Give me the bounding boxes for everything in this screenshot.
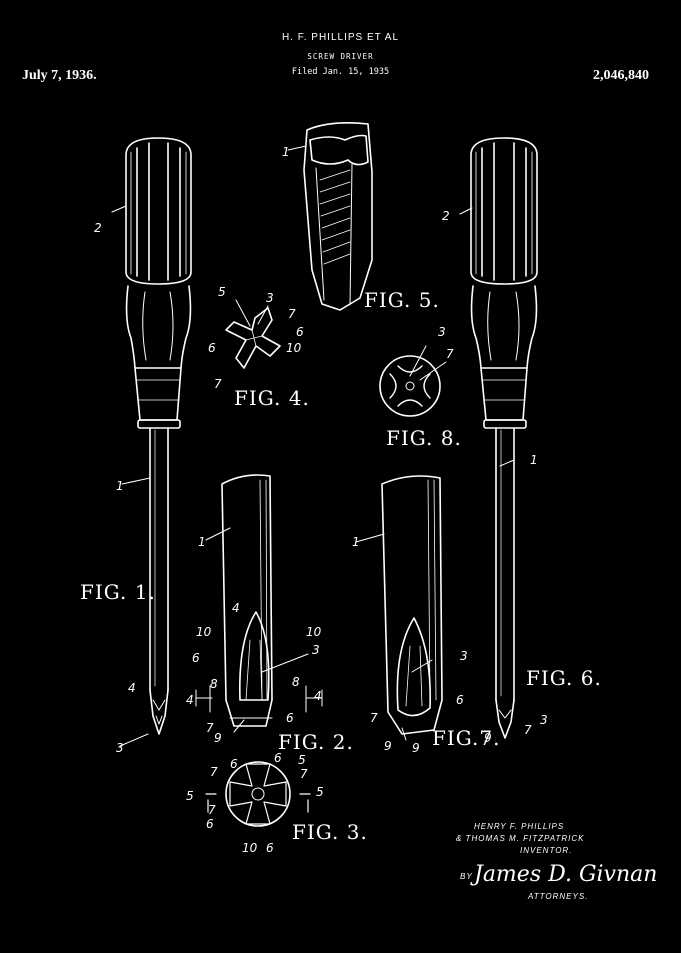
tip-fig2 bbox=[221, 474, 273, 727]
ref-10-fig2b: 10 bbox=[306, 625, 322, 639]
screwdriver-fig1 bbox=[125, 137, 192, 735]
figure-label-5: FIG. 5. bbox=[364, 288, 440, 312]
ref-7-fig3c: 7 bbox=[208, 803, 216, 817]
cross-fig4 bbox=[225, 307, 281, 369]
inventor-name: HENRY F. PHILLIPS bbox=[474, 822, 565, 831]
endview-fig8 bbox=[379, 355, 441, 417]
ref-7-fig6: 7 bbox=[524, 723, 532, 737]
ref-8-fig2b: 8 bbox=[292, 675, 300, 689]
screwdriver-fig6 bbox=[470, 137, 538, 739]
ref-3-fig6: 3 bbox=[540, 713, 548, 727]
ref-5-fig3c: 5 bbox=[316, 785, 324, 799]
ref-6-fig3d: 6 bbox=[266, 841, 274, 855]
figure-label-6: FIG. 6. bbox=[526, 666, 602, 690]
inventor-name-2: & THOMAS M. FITZPATRICK bbox=[456, 834, 585, 843]
ref-6-fig3c: 6 bbox=[206, 817, 214, 831]
ref-3-fig7: 3 bbox=[460, 649, 468, 663]
ref-6-fig2: 6 bbox=[192, 651, 200, 665]
figure-label-8: FIG. 8. bbox=[386, 426, 462, 450]
ref-9-fig7b: 9 bbox=[412, 741, 420, 755]
ref-5-fig4: 5 bbox=[218, 285, 226, 299]
ref-7-fig4: 7 bbox=[288, 307, 296, 321]
ref-7-fig3b: 7 bbox=[300, 767, 308, 781]
reference-numerals: 2 2 1 1 1 1 1 5 3 7 6 10 6 7 3 7 4 10 10… bbox=[94, 145, 548, 855]
ref-10-fig4: 10 bbox=[286, 341, 302, 355]
ref-8-fig2: 8 bbox=[210, 677, 218, 691]
ref-6-fig4b: 6 bbox=[296, 325, 304, 339]
ref-4-fig2: 4 bbox=[232, 601, 240, 615]
ref-4-fig2c: 4 bbox=[314, 689, 322, 703]
ref-3-fig4: 3 bbox=[266, 291, 274, 305]
attorneys-label: ATTORNEYS. bbox=[528, 892, 589, 901]
ref-7-fig2: 7 bbox=[206, 721, 214, 735]
figure-label-1: FIG. 1. bbox=[80, 580, 156, 604]
ref-7-fig8: 7 bbox=[446, 347, 454, 361]
ref-3-fig1: 3 bbox=[116, 741, 124, 755]
ref-7-fig4b: 7 bbox=[214, 377, 222, 391]
ref-10-fig2: 10 bbox=[196, 625, 212, 639]
ref-7-fig7: 7 bbox=[370, 711, 378, 725]
ref-5-fig3: 5 bbox=[298, 753, 306, 767]
ref-6-fig3: 6 bbox=[230, 757, 238, 771]
figure-label-7: FIG.7. bbox=[432, 726, 501, 750]
ref-2-right: 2 bbox=[442, 209, 450, 223]
tip-fig7 bbox=[381, 475, 443, 735]
endview-fig3 bbox=[205, 761, 311, 827]
ref-3-fig2: 3 bbox=[312, 643, 320, 657]
tip-fig5 bbox=[303, 122, 373, 311]
patent-number: 2,046,840 bbox=[593, 68, 649, 83]
ref-10-fig3: 10 bbox=[242, 841, 258, 855]
filed-date: Filed Jan. 15, 1935 bbox=[291, 67, 390, 77]
ref-6-fig3b: 6 bbox=[274, 751, 282, 765]
figure-label-2: FIG. 2. bbox=[278, 730, 354, 754]
ref-5-fig3b: 5 bbox=[186, 789, 194, 803]
ref-4-fig1: 4 bbox=[128, 681, 136, 695]
ref-7-fig3: 7 bbox=[210, 765, 218, 779]
patent-title: SCREW DRIVER bbox=[307, 52, 374, 61]
ref-9-fig6: 9 bbox=[484, 731, 492, 745]
ref-1-fig5: 1 bbox=[282, 145, 290, 159]
figure-label-3: FIG. 3. bbox=[292, 820, 368, 844]
ref-1-fig1: 1 bbox=[116, 479, 124, 493]
figure-label-4: FIG. 4. bbox=[234, 386, 310, 410]
attorney-signature: James D. Givnan bbox=[474, 862, 658, 887]
ref-1-fig6: 1 bbox=[530, 453, 538, 467]
ref-3-fig8: 3 bbox=[438, 325, 446, 339]
patent-date: July 7, 1936. bbox=[22, 68, 97, 83]
ref-6-fig4: 6 bbox=[208, 341, 216, 355]
ref-1-fig7: 1 bbox=[352, 535, 360, 549]
ref-6-fig7: 6 bbox=[456, 693, 464, 707]
ref-9-fig7: 9 bbox=[384, 739, 392, 753]
inventors-header: H. F. PHILLIPS ET AL bbox=[281, 32, 400, 43]
ref-1-fig2: 1 bbox=[198, 535, 206, 549]
ref-2-left: 2 bbox=[94, 221, 102, 235]
inventor-label: INVENTOR. bbox=[520, 846, 573, 855]
by-label: BY bbox=[460, 872, 473, 881]
ref-9-fig2: 9 bbox=[214, 731, 222, 745]
ref-4-fig2b: 4 bbox=[186, 693, 194, 707]
ref-6-fig2b: 6 bbox=[286, 711, 294, 725]
